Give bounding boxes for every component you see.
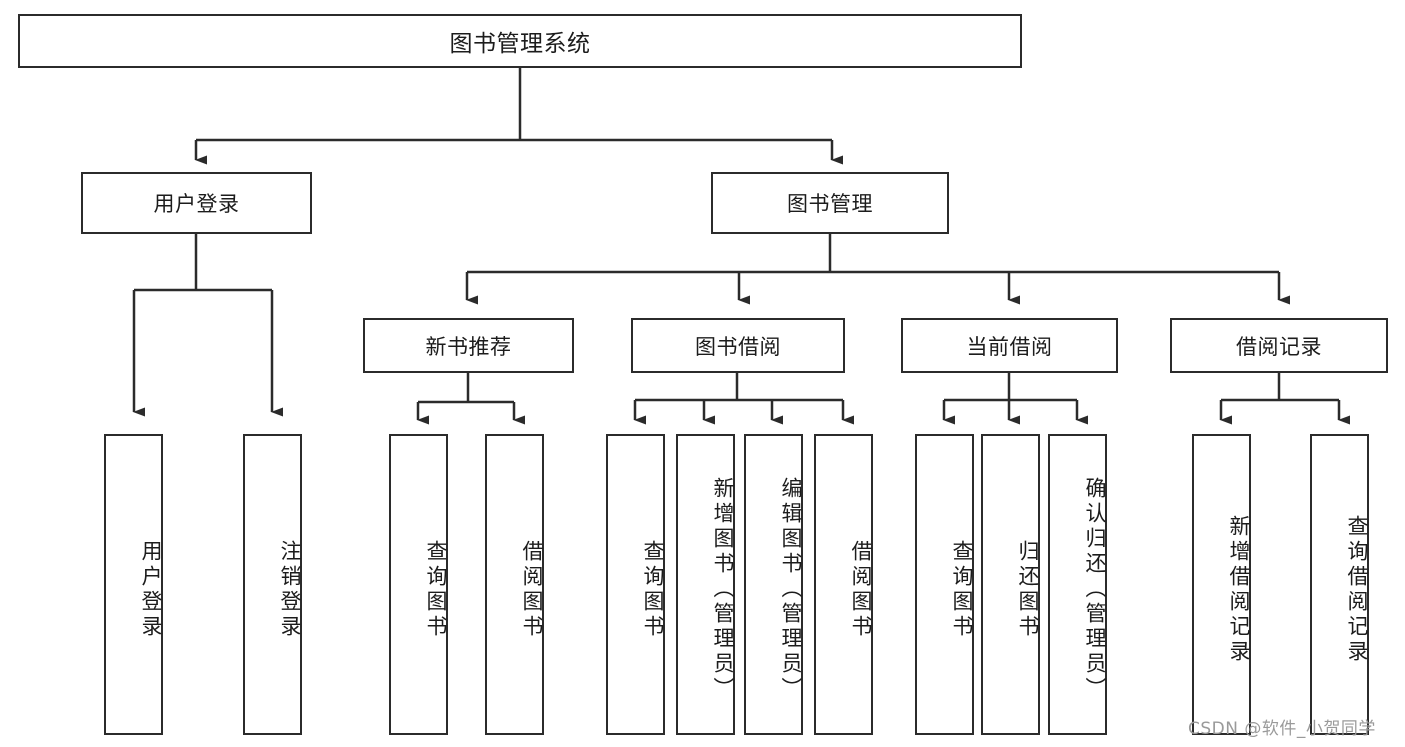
node-book-borrow-label: 图书借阅 [695, 334, 781, 359]
node-current-borrow[interactable]: 当前借阅 [901, 318, 1118, 373]
node-leaf-query-record-label: 查询借阅记录 [1345, 514, 1369, 665]
node-leaf-return-book-label: 归还图书 [1016, 539, 1040, 640]
node-leaf-add-book-label: 新增图书（管理员） [711, 477, 735, 702]
node-leaf-query-book-3[interactable]: 查询图书 [915, 434, 974, 735]
node-leaf-query-book-2[interactable]: 查询图书 [606, 434, 665, 735]
node-leaf-query-book-1-label: 查询图书 [424, 539, 448, 640]
node-leaf-borrow-book-1[interactable]: 借阅图书 [485, 434, 544, 735]
node-leaf-logout-login-label: 注销登录 [278, 539, 302, 640]
node-book-manage[interactable]: 图书管理 [711, 172, 949, 234]
node-leaf-edit-book-label: 编辑图书（管理员） [779, 477, 803, 702]
node-leaf-confirm-return-label: 确认归还（管理员） [1083, 477, 1107, 702]
node-user-login[interactable]: 用户登录 [81, 172, 312, 234]
node-leaf-query-book-2-label: 查询图书 [641, 539, 665, 640]
node-user-login-label: 用户登录 [153, 192, 240, 216]
node-root-label: 图书管理系统 [449, 31, 591, 57]
node-leaf-edit-book[interactable]: 编辑图书（管理员） [744, 434, 803, 735]
node-leaf-return-book[interactable]: 归还图书 [981, 434, 1040, 735]
node-leaf-borrow-book-2[interactable]: 借阅图书 [814, 434, 873, 735]
node-current-borrow-label: 当前借阅 [966, 334, 1053, 359]
node-borrow-record-label: 借阅记录 [1236, 334, 1322, 359]
node-leaf-user-login-label: 用户登录 [139, 539, 163, 640]
csdn-watermark: CSDN @软件_小贺同学 [1188, 719, 1376, 739]
node-leaf-borrow-book-1-label: 借阅图书 [520, 539, 544, 640]
node-leaf-query-book-3-label: 查询图书 [950, 539, 974, 640]
node-new-book-recommend[interactable]: 新书推荐 [363, 318, 574, 373]
node-new-book-recommend-label: 新书推荐 [425, 334, 512, 359]
node-book-borrow[interactable]: 图书借阅 [631, 318, 845, 373]
node-leaf-confirm-return[interactable]: 确认归还（管理员） [1048, 434, 1107, 735]
node-leaf-add-record-label: 新增借阅记录 [1227, 514, 1251, 665]
node-book-manage-label: 图书管理 [787, 192, 873, 216]
node-leaf-query-record[interactable]: 查询借阅记录 [1310, 434, 1369, 735]
node-borrow-record[interactable]: 借阅记录 [1170, 318, 1388, 373]
node-leaf-add-book[interactable]: 新增图书（管理员） [676, 434, 735, 735]
node-leaf-add-record[interactable]: 新增借阅记录 [1192, 434, 1251, 735]
node-leaf-query-book-1[interactable]: 查询图书 [389, 434, 448, 735]
node-root[interactable]: 图书管理系统 [18, 14, 1022, 68]
node-leaf-borrow-book-2-label: 借阅图书 [849, 539, 873, 640]
node-leaf-user-login[interactable]: 用户登录 [104, 434, 163, 735]
node-leaf-logout-login[interactable]: 注销登录 [243, 434, 302, 735]
